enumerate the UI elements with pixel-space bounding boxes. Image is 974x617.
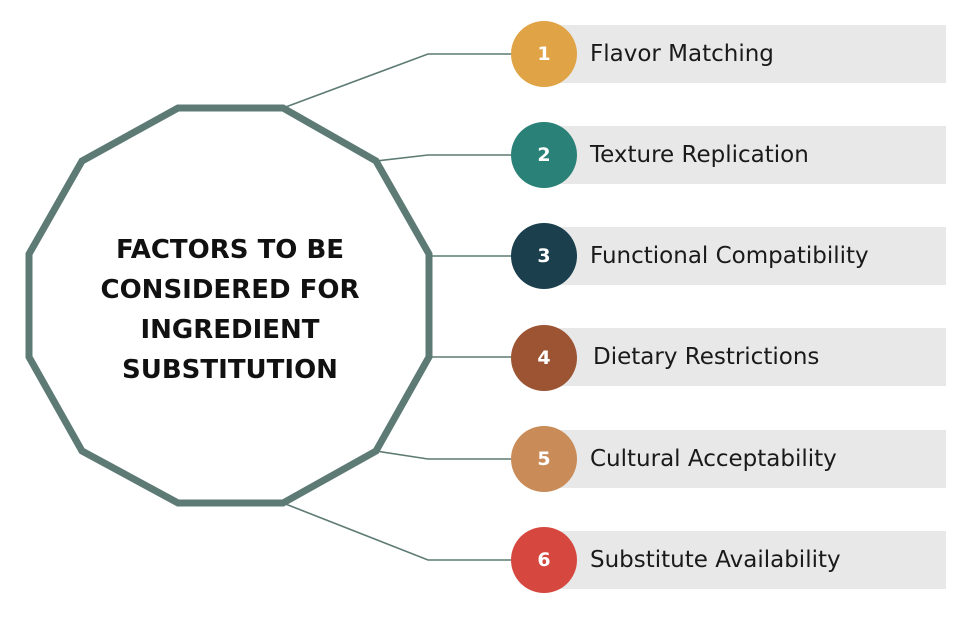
connector-line <box>426 253 512 257</box>
factor-number-badge: 2 <box>511 122 577 188</box>
factor-label-functional-compatibility: Functional Compatibility <box>590 243 869 269</box>
factor-label-cultural-acceptability: Cultural Acceptability <box>590 446 837 472</box>
connector-line <box>282 502 512 561</box>
factor-bar <box>548 430 946 488</box>
title-line: SUBSTITUTION <box>122 355 338 385</box>
factor-label-dietary-restrictions: Dietary Restrictions <box>593 344 820 370</box>
factor-bar <box>548 126 946 184</box>
factor-label-texture-replication: Texture Replication <box>590 142 809 168</box>
factor-bar <box>548 25 946 83</box>
factor-number-badge: 6 <box>511 527 577 593</box>
factor-bar <box>548 328 946 386</box>
factor-number-badge: 3 <box>511 223 577 289</box>
connector-line <box>375 450 512 460</box>
title-line: INGREDIENT <box>140 315 320 345</box>
factor-bar <box>548 227 946 285</box>
title-line: CONSIDERED FOR <box>100 275 360 305</box>
connector-line <box>282 53 512 109</box>
factor-number-badge: 5 <box>511 426 577 492</box>
factor-bar <box>548 531 946 589</box>
title-line: FACTORS TO BE <box>115 235 345 265</box>
connector-line <box>375 154 512 162</box>
factor-label-flavor-matching: Flavor Matching <box>590 41 774 67</box>
factor-label-substitute-availability: Substitute Availability <box>590 547 841 573</box>
center-title: FACTORS TO BE CONSIDERED FOR INGREDIENT … <box>80 230 380 390</box>
factor-number-badge: 4 <box>511 325 577 391</box>
connector-lines <box>282 53 512 561</box>
factor-number-badge: 1 <box>511 21 577 87</box>
